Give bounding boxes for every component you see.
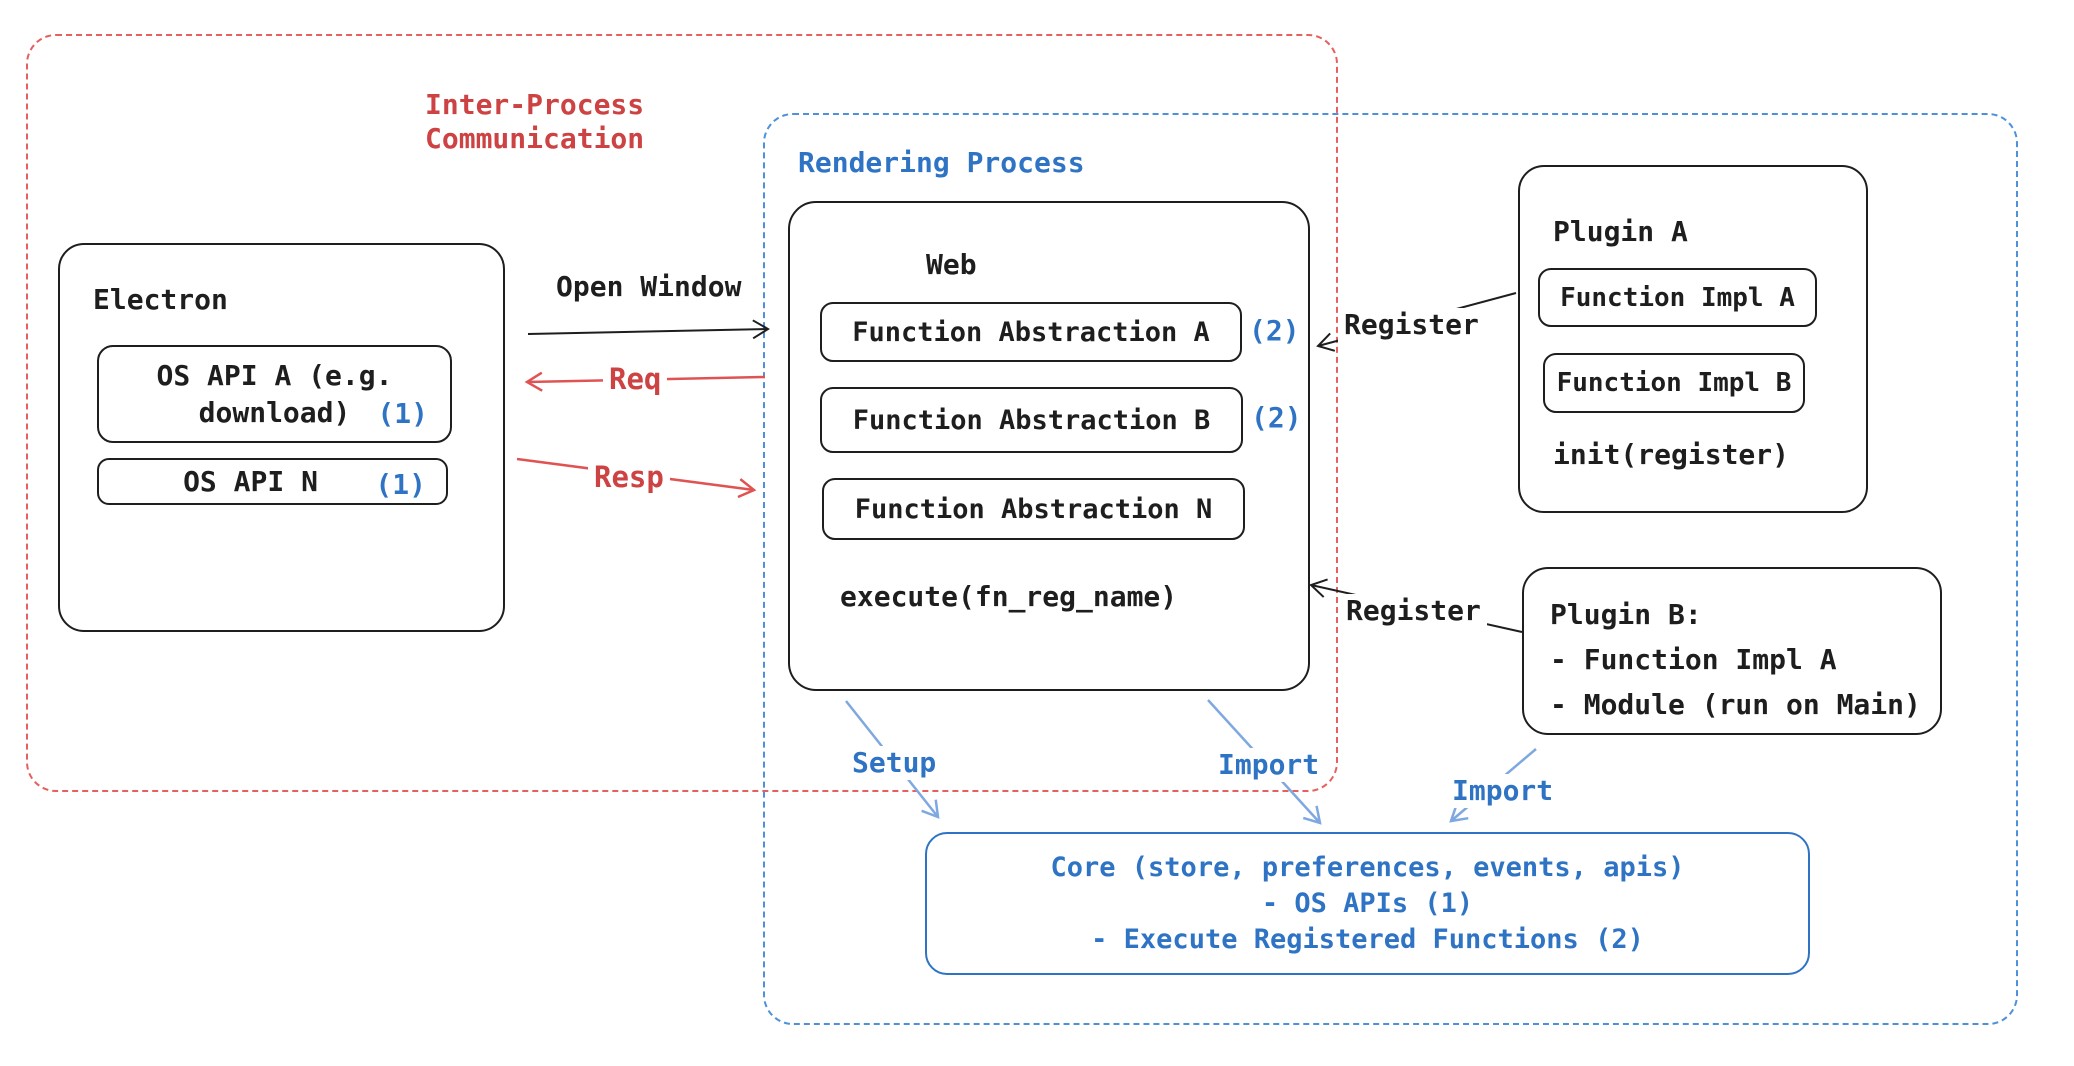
resp-label: Resp xyxy=(588,460,670,495)
plugin-b-item-2: - Module (run on Main) xyxy=(1550,688,1921,721)
os-api-a-badge: (1) xyxy=(377,397,428,430)
core-line1: Core (store, preferences, events, apis) xyxy=(1050,851,1685,883)
core-line3: - Execute Registered Functions (2) xyxy=(1091,923,1644,955)
function-abstraction-n-label: Function Abstraction N xyxy=(854,493,1213,525)
function-impl-b-box: Function Impl B xyxy=(1543,353,1805,413)
open-window-label: Open Window xyxy=(556,270,742,303)
rendering-process-title: Rendering Process xyxy=(798,146,1085,179)
os-api-n-label: OS API N xyxy=(183,465,318,498)
ipc-group-title: Inter-Process Communication xyxy=(425,88,644,155)
register-plugin-a-label: Register xyxy=(1338,308,1485,342)
ipc-group-box xyxy=(26,34,1338,792)
plugin-b-title: Plugin B: xyxy=(1550,598,1702,631)
plugin-a-box xyxy=(1518,165,1868,513)
function-abstraction-b-label: Function Abstraction B xyxy=(852,404,1211,436)
rendering-process-group-box xyxy=(763,113,2018,1025)
req-label: Req xyxy=(603,362,668,397)
function-abstraction-b-badge: (2) xyxy=(1251,401,1302,434)
init-register-label: init(register) xyxy=(1553,438,1790,471)
os-api-n-badge: (1) xyxy=(375,468,426,501)
web-title: Web xyxy=(926,248,977,281)
function-impl-a-label: Function Impl A xyxy=(1560,282,1795,313)
function-impl-a-box: Function Impl A xyxy=(1538,268,1817,327)
function-abstraction-a-badge: (2) xyxy=(1249,314,1300,347)
register-plugin-b-label: Register xyxy=(1340,594,1487,628)
os-api-a-label-line2: download) xyxy=(198,396,351,429)
execute-label: execute(fn_reg_name) xyxy=(840,580,1178,613)
function-abstraction-a-label: Function Abstraction A xyxy=(852,316,1210,348)
os-api-n-box: OS API N (1) xyxy=(97,458,448,505)
import-web-label: Import xyxy=(1212,748,1326,782)
plugin-b-item-1: - Function Impl A xyxy=(1550,643,1837,676)
core-line2: - OS APIs (1) xyxy=(1261,887,1474,919)
core-box: Core (store, preferences, events, apis) … xyxy=(925,832,1810,975)
os-api-a-box: OS API A (e.g. download) (1) xyxy=(97,345,452,443)
function-abstraction-n-box: Function Abstraction N xyxy=(822,478,1245,540)
ipc-title-line1: Inter-Process xyxy=(425,88,645,121)
function-impl-b-label: Function Impl B xyxy=(1556,368,1792,398)
plugin-a-title: Plugin A xyxy=(1553,215,1688,248)
function-abstraction-b-box: Function Abstraction B xyxy=(820,387,1243,453)
plugin-b-box: Plugin B: - Function Impl A - Module (ru… xyxy=(1522,567,1942,735)
ipc-title-line2: Communication xyxy=(425,121,645,155)
os-api-a-label-line1: OS API A (e.g. xyxy=(156,359,393,392)
function-abstraction-a-box: Function Abstraction A xyxy=(820,302,1242,362)
import-plugin-label: Import xyxy=(1446,774,1560,808)
setup-label: Setup xyxy=(846,746,943,780)
electron-title: Electron xyxy=(93,283,228,316)
